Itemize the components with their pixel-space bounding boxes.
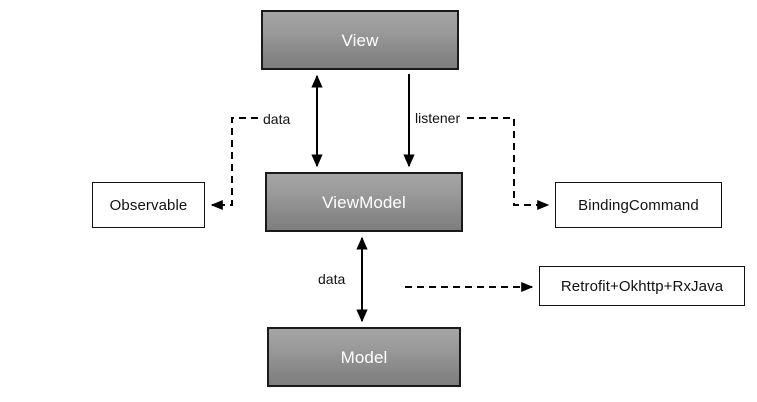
edge-label-data-bottom: data (318, 271, 346, 287)
edge-listener-to-bindingcommand (467, 117, 550, 211)
edge-label-data-top: data (263, 111, 291, 127)
node-view-label: View (341, 30, 379, 50)
node-viewmodel-label: ViewModel (322, 192, 406, 212)
node-bindingcommand[interactable]: BindingCommand (555, 182, 722, 228)
node-model[interactable]: Model (267, 327, 461, 387)
node-retrofit-label: Retrofit+Okhttp+RxJava (560, 277, 724, 295)
edge-label-listener: listener (415, 110, 461, 126)
node-retrofit[interactable]: Retrofit+Okhttp+RxJava (539, 266, 745, 306)
node-model-label: Model (340, 347, 388, 367)
node-view[interactable]: View (261, 10, 459, 70)
node-observable[interactable]: Observable (92, 182, 205, 228)
node-bindingcommand-label: BindingCommand (578, 196, 699, 214)
node-viewmodel[interactable]: ViewModel (265, 172, 463, 232)
node-observable-label: Observable (109, 196, 188, 214)
edge-data-to-observable (210, 117, 258, 211)
